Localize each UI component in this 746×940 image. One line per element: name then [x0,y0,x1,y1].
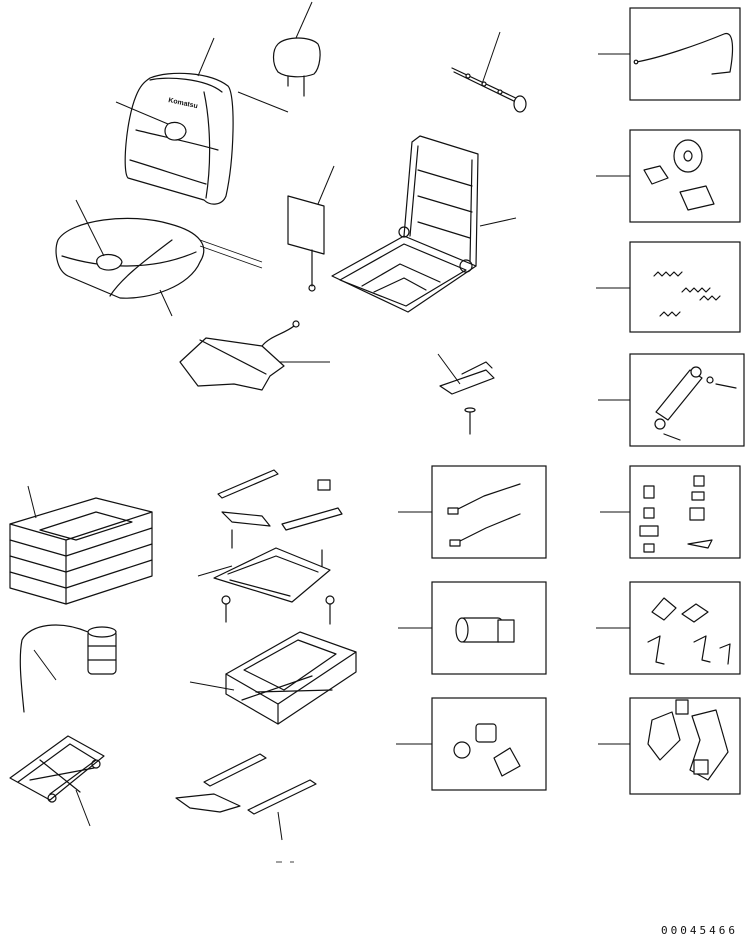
heater-mat-icon[interactable] [179,320,300,391]
spring-box[interactable] [629,241,741,333]
back-panel-icon[interactable] [287,195,325,292]
suspension-assembly-icon[interactable] [213,547,335,625]
clip-box[interactable] [629,581,741,675]
suspension-base-icon[interactable] [225,631,357,725]
suspension-bellows-icon[interactable] [9,497,153,605]
damper-box[interactable] [629,353,745,447]
lumbar-knob-rod-icon[interactable] [451,67,527,113]
switch-box[interactable] [431,697,547,791]
air-spring-icon[interactable] [19,624,117,713]
bracket-icon[interactable] [439,361,495,435]
cable-box[interactable] [629,7,741,101]
lower-rail-icon[interactable] [175,753,317,815]
drawing-number: 00045466 [661,924,738,937]
seat-cushion-icon[interactable] [55,217,205,299]
scissor-link-icon[interactable] [9,735,105,803]
seat-back-cushion-icon[interactable]: Komatsu [124,72,234,205]
headrest-icon[interactable] [272,37,321,97]
slide-rail-icon[interactable] [217,469,343,569]
seat-frame-icon[interactable] [331,135,479,313]
